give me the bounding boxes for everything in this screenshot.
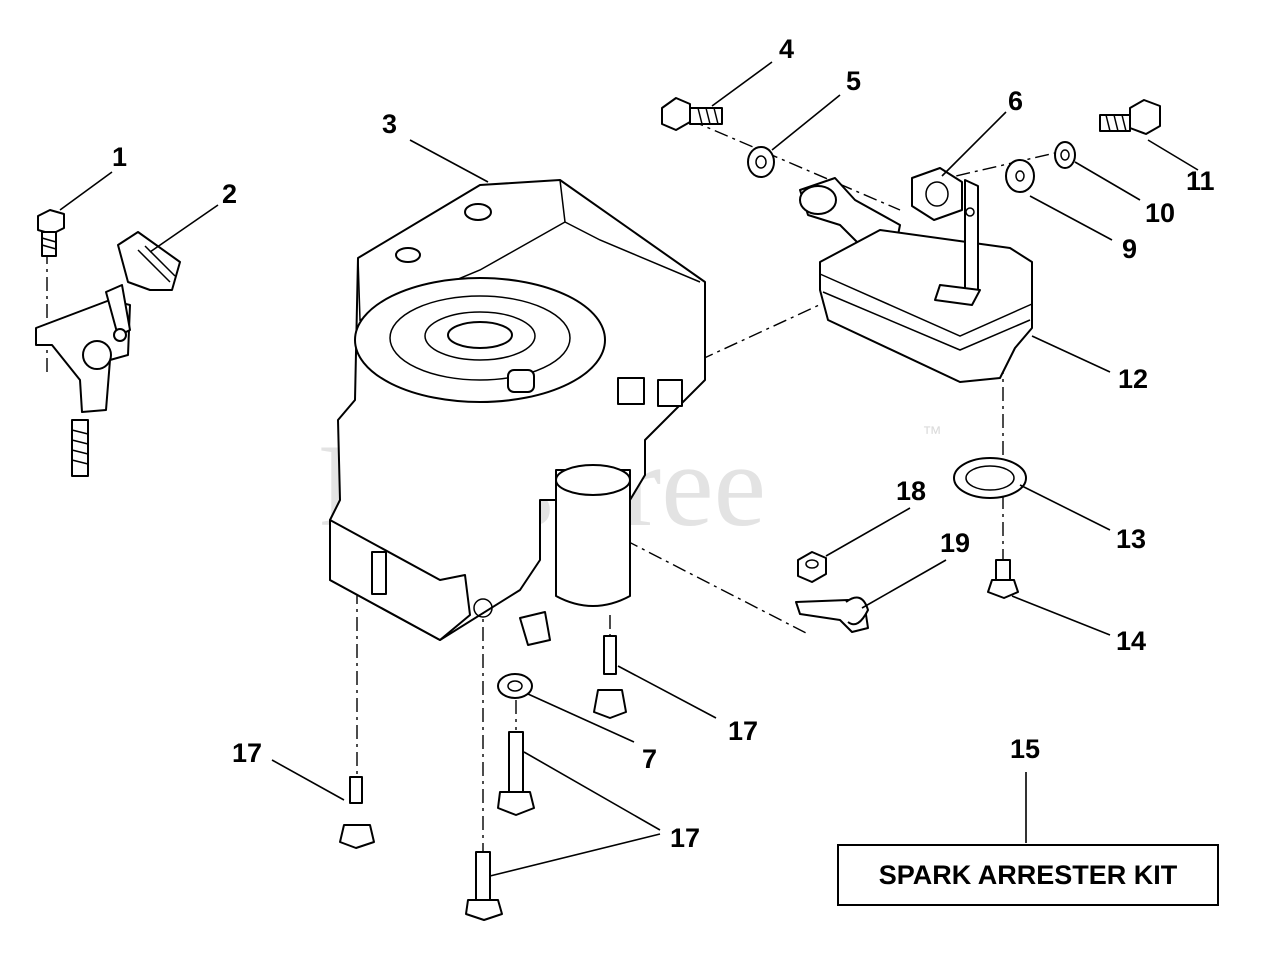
callout-17-left: 17 — [232, 738, 262, 768]
callout-labels: 1 2 3 4 5 6 11 10 9 12 13 14 18 19 17 7 … — [112, 34, 1215, 853]
assembly-lines — [46, 119, 1069, 890]
part-18-nut — [797, 551, 827, 583]
callout-9: 9 — [1122, 234, 1137, 264]
part-17-fasteners — [339, 635, 627, 921]
part-4-bolt — [661, 97, 723, 131]
part-1-bolt — [37, 209, 65, 257]
callout-11: 11 — [1186, 166, 1215, 196]
part-11-bolt — [1099, 99, 1161, 135]
part-14-screw — [987, 559, 1019, 599]
callout-4: 4 — [779, 34, 794, 64]
part-12-muffler — [819, 179, 1033, 383]
callout-17-right: 17 — [728, 716, 758, 746]
callout-15: 15 — [1010, 734, 1040, 764]
spark-arrester-kit-box: SPARK ARRESTER KIT — [837, 844, 1219, 906]
part-13-spark-arrester-screen — [953, 457, 1027, 499]
part-5-washer — [747, 146, 775, 178]
callout-1: 1 — [112, 142, 127, 172]
callout-5: 5 — [846, 66, 861, 96]
part-10-lock-washer — [1054, 141, 1076, 169]
part-6-gasket — [911, 167, 963, 221]
callout-2: 2 — [222, 179, 237, 209]
callout-10: 10 — [1145, 198, 1175, 228]
callout-13: 13 — [1116, 524, 1146, 554]
callout-18: 18 — [896, 476, 926, 506]
part-2-throttle-control — [35, 231, 181, 477]
callout-7: 7 — [642, 744, 657, 774]
part-7-star-washer — [497, 673, 533, 699]
part-9-washer — [1005, 159, 1035, 193]
callout-17-bottom: 17 — [670, 823, 700, 853]
callout-6: 6 — [1008, 86, 1023, 116]
callout-3: 3 — [382, 109, 397, 139]
part-19-bracket — [795, 596, 869, 633]
spark-arrester-kit-label: SPARK ARRESTER KIT — [879, 860, 1178, 890]
watermark-trademark: ™ — [922, 423, 942, 445]
leader-lines — [59, 61, 1199, 877]
callout-14: 14 — [1116, 626, 1146, 656]
part-3-engine — [329, 179, 706, 646]
callout-12: 12 — [1118, 364, 1148, 394]
callout-19: 19 — [940, 528, 970, 558]
